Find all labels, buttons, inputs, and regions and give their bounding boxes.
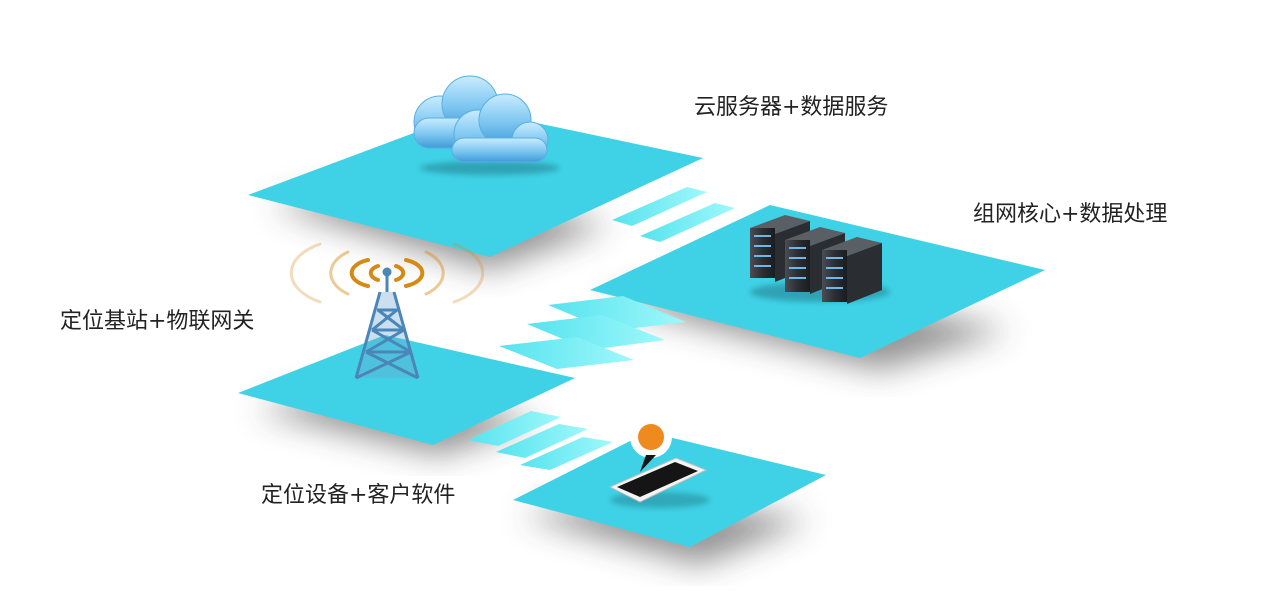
gateway-layer-label: 定位基站+物联网关 (60, 309, 255, 334)
signal-wave-icon (289, 242, 485, 304)
cloud-icon (413, 75, 560, 175)
device-panel (513, 432, 826, 547)
cloud-core-connector (612, 187, 735, 242)
gateway-device-connector (468, 411, 613, 470)
core-gateway-connector (499, 296, 686, 369)
gateway-panel (238, 335, 575, 445)
smartphone-location-icon (608, 416, 710, 508)
device-layer-label: 定位设备+客户软件 (261, 483, 456, 508)
cloud-panel (248, 110, 703, 257)
signal-tower-icon (354, 267, 420, 380)
server-rack-icon (750, 215, 890, 304)
core-layer-label: 组网核心+数据处理 (973, 202, 1168, 227)
cloud-layer-label: 云服务器+数据服务 (694, 95, 889, 120)
